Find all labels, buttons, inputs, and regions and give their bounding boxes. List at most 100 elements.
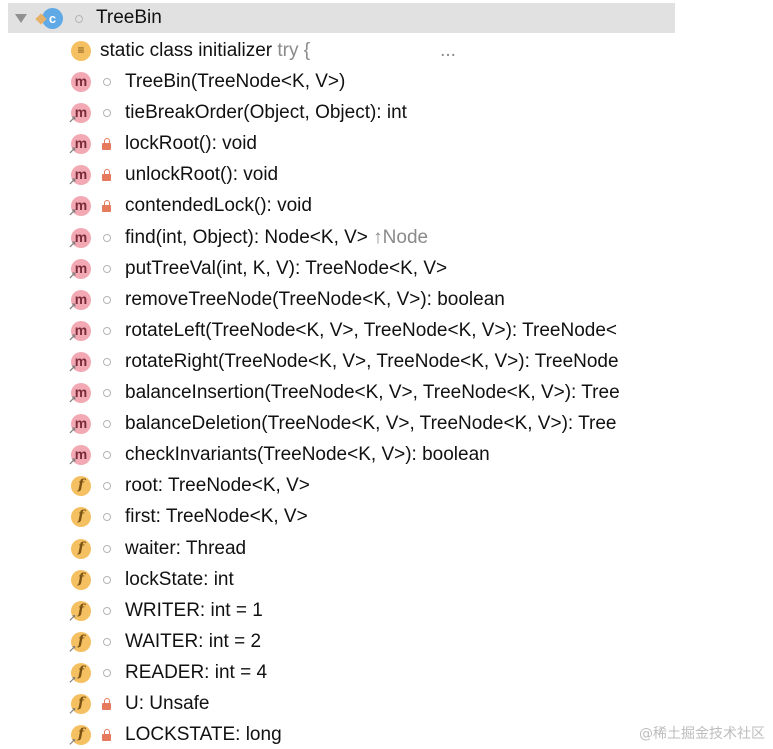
tree-row-field[interactable]: f root: TreeNode<K, V> xyxy=(0,470,675,501)
member-signature: READER: int = 4 xyxy=(125,661,268,683)
tree-row-field[interactable]: f↗WAITER: int = 2 xyxy=(0,626,675,657)
tree-row-initializer[interactable]: ≡ static class initializer try {... xyxy=(0,35,675,66)
tree-row-method[interactable]: m↗lockRoot(): void xyxy=(0,128,675,159)
private-lock-icon xyxy=(102,698,111,710)
override-marker-icon: ↗ xyxy=(68,239,77,251)
method-icon: m↗ xyxy=(68,196,91,220)
method-icon: m↗ xyxy=(68,351,91,375)
tree-row-method[interactable]: m↗ balanceDeletion(TreeNode<K, V>, TreeNo… xyxy=(0,408,675,439)
package-visibility-icon xyxy=(103,575,111,584)
method-icon: m xyxy=(71,72,91,92)
method-icon: m↗ xyxy=(68,103,91,127)
override-marker-icon: ↗ xyxy=(68,208,77,220)
method-icon: m↗ xyxy=(68,227,91,251)
package-visibility-icon xyxy=(103,78,111,86)
package-visibility-icon xyxy=(103,357,111,366)
override-marker-icon: ↗ xyxy=(68,643,77,655)
override-marker-icon: ↗ xyxy=(68,177,77,189)
tree-row-method[interactable]: m↗ unlockRoot(): void xyxy=(0,159,675,190)
package-visibility-icon xyxy=(103,326,111,335)
private-lock-icon xyxy=(102,729,111,742)
member-signature: balanceDeletion(TreeNode<K, V>, TreeNode… xyxy=(125,413,617,435)
member-signature: root: TreeNode<K, V> xyxy=(125,475,310,497)
tree-row-method[interactable]: m↗ checkInvariants(TreeNode<K, V>): boole… xyxy=(0,439,675,470)
override-marker-icon: ↗ xyxy=(68,674,77,686)
tree-row-field[interactable]: f lockState: int xyxy=(0,564,675,595)
tree-row-method[interactable]: m↗ putTreeVal(int, K, V): TreeNode<K, V> xyxy=(0,253,675,284)
private-lock-icon xyxy=(102,169,111,182)
tree-row-field[interactable]: f↗ READER: int = 4 xyxy=(0,657,675,688)
tree-row-field[interactable]: f↗ U: Unsafe xyxy=(0,688,675,719)
member-signature: checkInvariants(TreeNode<K, V>): boolean xyxy=(125,444,490,466)
override-marker-icon: ↗ xyxy=(68,706,77,717)
package-visibility-icon xyxy=(75,15,83,23)
tree-row-method[interactable]: m↗ removeTreeNode(TreeNode<K, V>): boolea… xyxy=(0,284,675,315)
member-signature: balanceInsertion(TreeNode<K, V>, TreeNod… xyxy=(125,382,620,403)
override-marker-icon: ↗ xyxy=(68,363,77,375)
member-signature: find(int, Object): Node<K, V> ↑Node xyxy=(125,226,429,248)
tree-row-method[interactable]: m↗ rotateRight(TreeNode<K, V>, TreeNode<K… xyxy=(0,346,675,377)
method-icon: m↗ xyxy=(68,445,91,469)
collapse-arrow-icon[interactable] xyxy=(15,14,27,23)
private-lock-icon xyxy=(102,138,111,151)
package-visibility-icon xyxy=(103,637,111,646)
tree-row-method[interactable]: m↗balanceInsertion(TreeNode<K, V>, TreeN… xyxy=(0,377,675,408)
field-icon: f↗ xyxy=(68,600,91,623)
overrides-indicator: ↑Node xyxy=(367,226,429,248)
field-icon: f xyxy=(71,569,91,590)
member-signature: first: TreeNode<K, V> xyxy=(125,506,308,528)
override-marker-icon: ↗ xyxy=(68,457,77,469)
tree-row-method[interactable]: m↗rotateLeft(TreeNode<K, V>, TreeNode<K,… xyxy=(0,315,675,346)
watermark: @稀土掘金技术社区 xyxy=(639,726,765,742)
method-icon: m↗ xyxy=(68,165,91,189)
field-icon: f xyxy=(71,476,91,497)
member-signature: putTreeVal(int, K, V): TreeNode<K, V> xyxy=(125,257,448,279)
member-signature: tieBreakOrder(Object, Object): int xyxy=(125,102,407,124)
override-marker-icon: ↗ xyxy=(68,426,77,438)
structure-panel: c TreeBin ≡ static class initializer try… xyxy=(0,3,675,749)
override-marker-icon: ↗ xyxy=(68,301,77,313)
field-icon: f↗ xyxy=(68,725,91,749)
tree-row-method[interactable]: m↗ tieBreakOrder(Object, Object): int xyxy=(0,97,675,128)
tree-row-class[interactable]: c TreeBin xyxy=(8,3,675,33)
initializer-label: static class initializer try {... xyxy=(100,40,456,61)
member-signature: rotateRight(TreeNode<K, V>, TreeNode<K, … xyxy=(125,350,619,372)
member-signature: lockRoot(): void xyxy=(125,133,257,155)
package-visibility-icon xyxy=(103,544,111,553)
member-signature: U: Unsafe xyxy=(125,693,210,714)
override-marker-icon: ↗ xyxy=(68,146,77,158)
package-visibility-icon xyxy=(103,482,111,491)
method-icon: m↗ xyxy=(68,289,91,313)
private-lock-icon xyxy=(102,200,111,213)
member-signature: unlockRoot(): void xyxy=(125,164,279,186)
member-signature: removeTreeNode(TreeNode<K, V>): boolean xyxy=(125,288,505,310)
member-signature: WRITER: int = 1 xyxy=(125,599,263,621)
field-icon: f↗ xyxy=(68,662,91,686)
override-marker-icon: ↗ xyxy=(68,115,77,127)
tree-row-field[interactable]: f↗ LOCKSTATE: long xyxy=(0,719,675,749)
member-signature: LOCKSTATE: long xyxy=(125,724,282,746)
override-marker-icon: ↗ xyxy=(68,737,77,749)
package-visibility-icon xyxy=(103,233,111,242)
member-signature: lockState: int xyxy=(125,568,234,590)
package-visibility-icon xyxy=(103,109,111,118)
package-visibility-icon xyxy=(103,420,111,429)
package-visibility-icon xyxy=(103,513,111,522)
method-icon: m↗ xyxy=(68,258,91,281)
tree-row-method[interactable]: m↗ find(int, Object): Node<K, V> ↑Node xyxy=(0,222,675,253)
package-visibility-icon xyxy=(103,389,111,397)
tree-row-field[interactable]: f↗ WRITER: int = 1 xyxy=(0,595,675,626)
override-marker-icon: ↗ xyxy=(68,332,77,344)
tree-row-method[interactable]: m↗contendedLock(): void xyxy=(0,190,675,221)
initializer-icon: ≡ xyxy=(71,41,91,61)
package-visibility-icon xyxy=(103,606,111,615)
field-icon: f↗ xyxy=(68,694,91,717)
package-visibility-icon xyxy=(103,264,111,273)
member-signature: WAITER: int = 2 xyxy=(125,630,262,652)
package-visibility-icon xyxy=(103,295,111,304)
class-tick-icon xyxy=(35,13,47,25)
method-icon: m↗ xyxy=(68,414,91,438)
